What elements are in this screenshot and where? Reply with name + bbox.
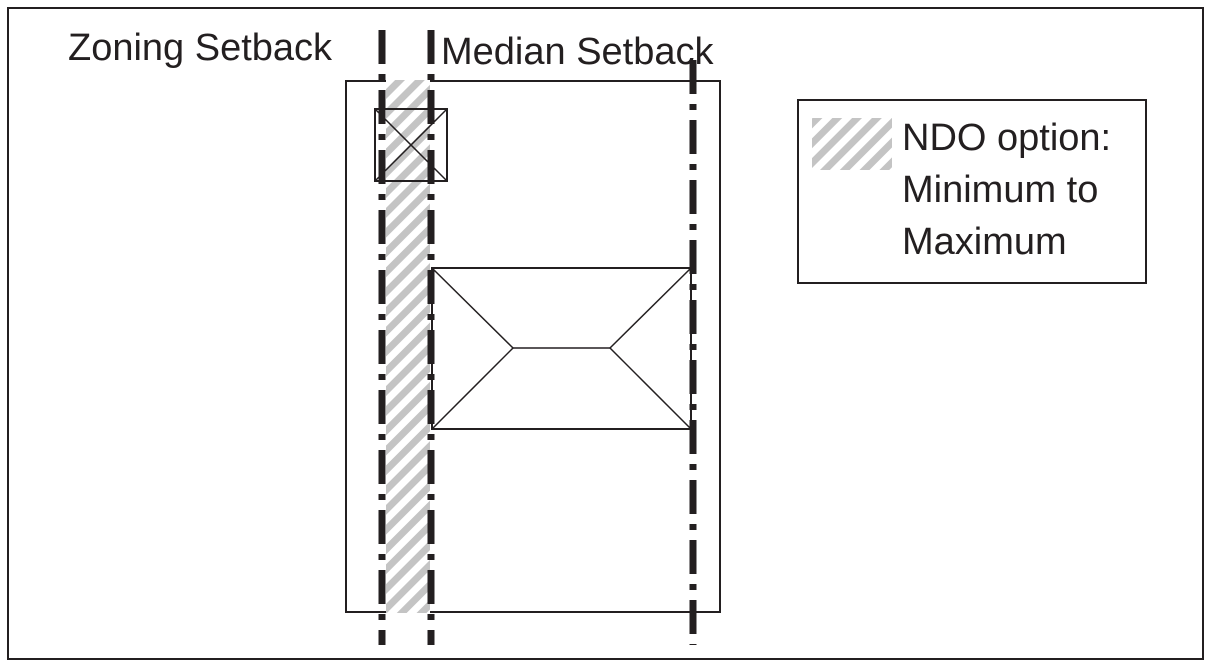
legend: NDO option: Minimum to Maximum [797, 99, 1147, 284]
legend-hatch-swatch [812, 118, 892, 170]
lot-boundary [345, 80, 721, 613]
legend-line-2: Minimum to [902, 169, 1098, 211]
median-setback-label: Median Setback [441, 31, 714, 73]
large-building [431, 267, 692, 430]
outer-frame [7, 7, 1204, 660]
small-building [374, 108, 448, 182]
zoning-setback-label: Zoning Setback [68, 27, 333, 69]
legend-line-1: NDO option: [902, 117, 1111, 159]
legend-line-3: Maximum [902, 221, 1067, 263]
ndo-hatched-band [386, 80, 430, 613]
